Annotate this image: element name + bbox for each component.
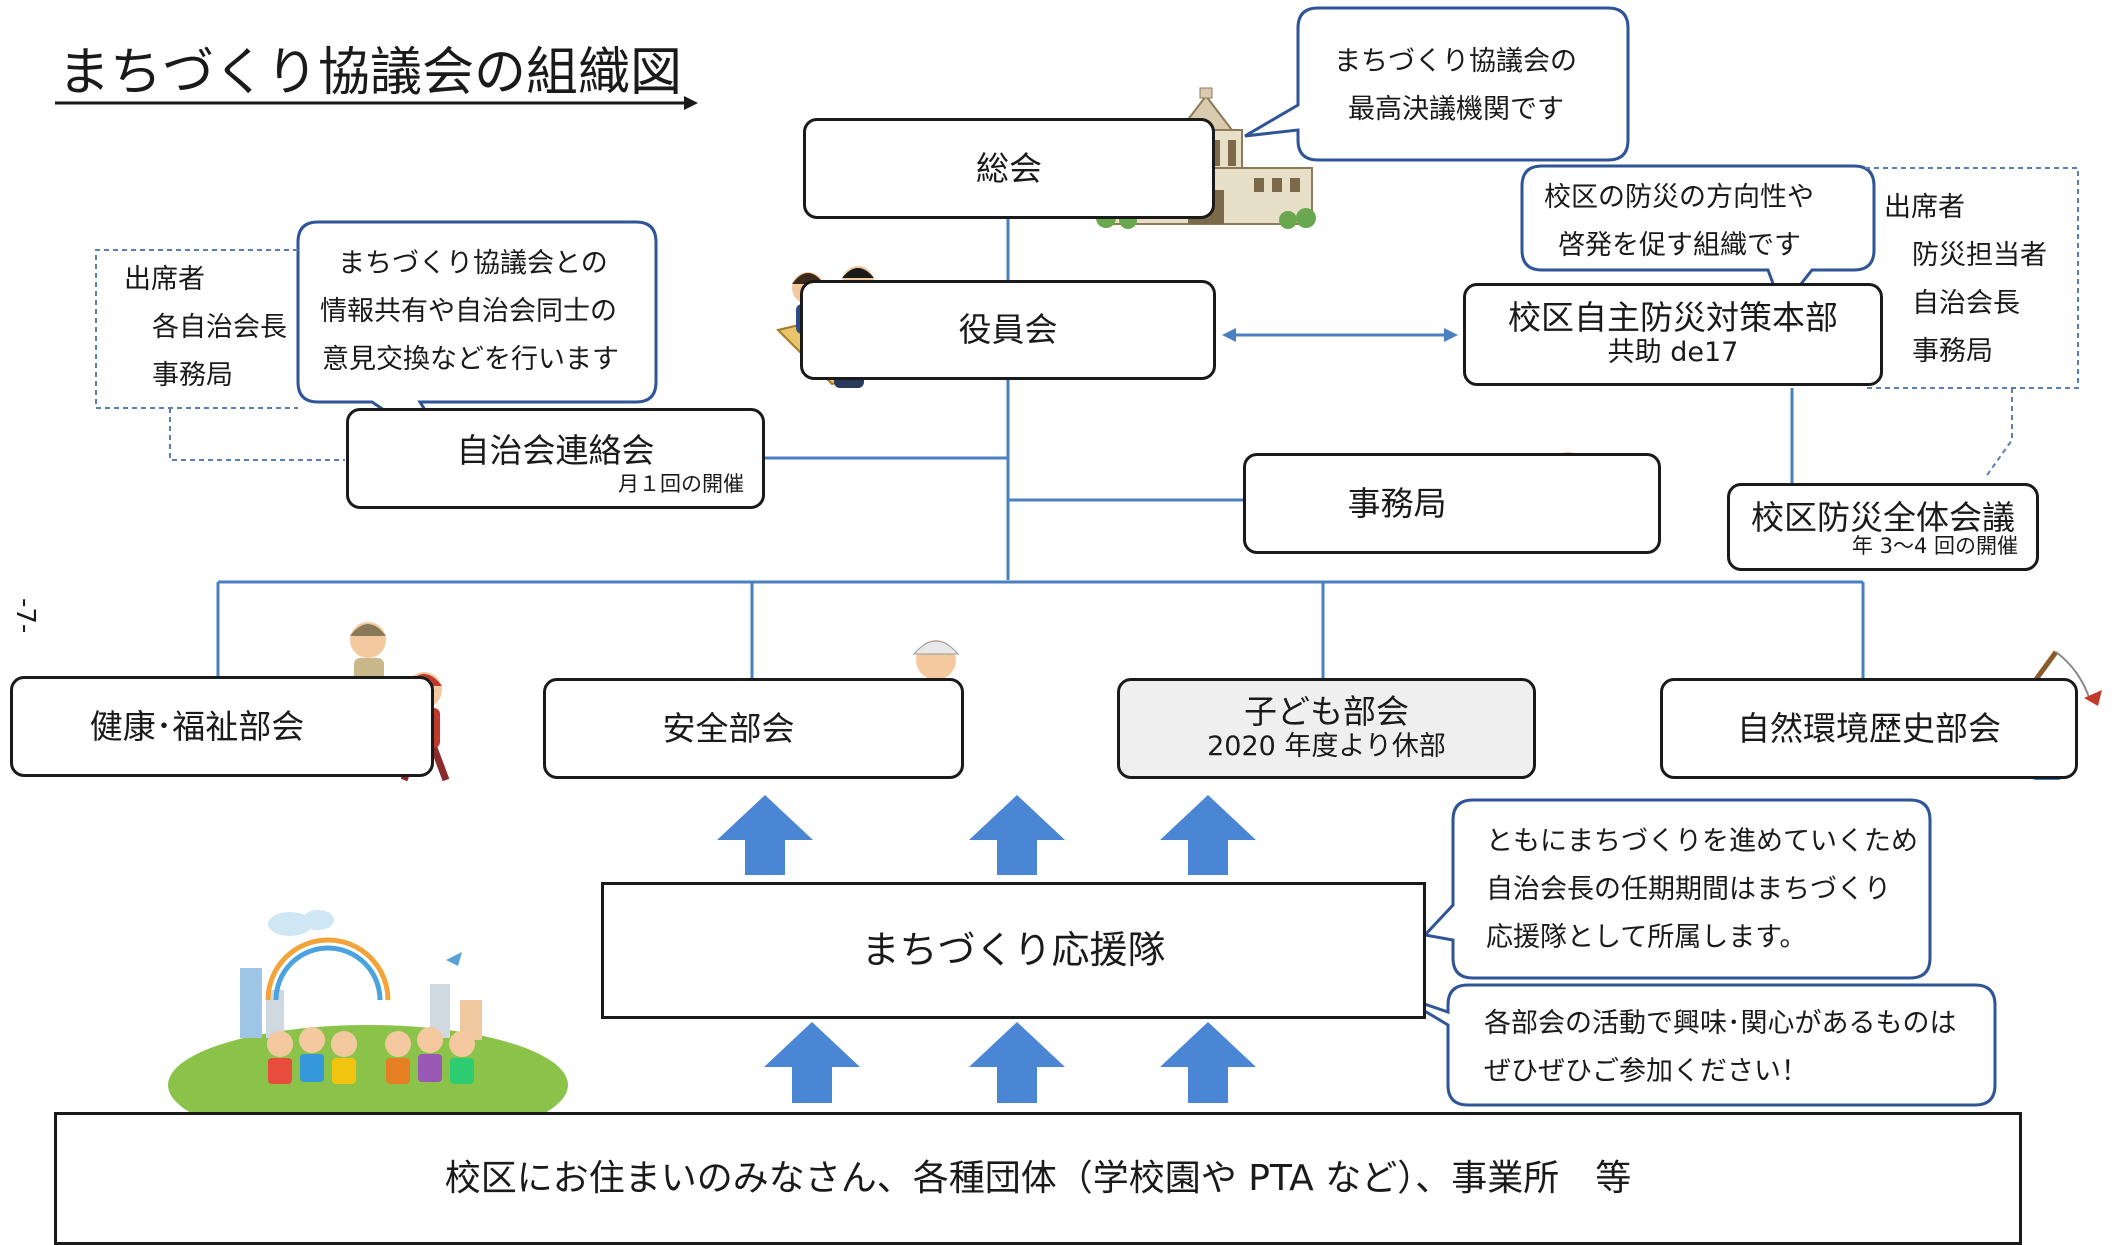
town-community-icon <box>168 910 568 1145</box>
page-number: -7- <box>10 598 40 634</box>
node-residents-label: 校区にお住まいのみなさん、各種団体（学校園や PTA など）、事業所 等 <box>444 1157 1632 1199</box>
callout-soukai-bubble <box>1244 6 1630 162</box>
callout-renrakukai-line-2: 情報共有や自治会同士の <box>320 296 617 327</box>
node-jimukyoku-label: 事務局 <box>1347 483 1447 523</box>
node-soukai-label: 総会 <box>976 148 1042 188</box>
node-bousai-zentai-note: 年 3～4 回の開催 <box>1851 534 2018 558</box>
node-jimukyoku: 事務局 <box>1243 453 1661 554</box>
node-bousai-zentai: 校区防災全体会議 年 3～4 回の開催 <box>1727 483 2039 571</box>
bidirectional-arrow <box>1222 328 1458 342</box>
callout-bubbles <box>296 6 1997 1107</box>
node-jichikai-renrakukai-note: 月１回の開催 <box>618 472 744 496</box>
node-bousai-honbu: 校区自主防災対策本部 共助 de17 <box>1463 283 1883 386</box>
node-ouendan-label: まちづくり応援隊 <box>861 927 1166 972</box>
node-kodomo-sub: 2020 年度より休部 <box>1207 731 1446 763</box>
node-ouendan: まちづくり応援隊 <box>601 882 1426 1019</box>
node-shizen-kankyou-rekishi: 自然環境歴史部会 <box>1660 678 2078 779</box>
callout-bousai-line-1: 校区の防災の方向性や <box>1544 182 1814 213</box>
callout-ouendan-line-3: 応援隊として所属します。 <box>1486 922 1807 953</box>
callout-ouendan-line-2: 自治会長の任期期間はまちづくり <box>1486 874 1891 905</box>
callout-participation-bubble <box>1397 983 1997 1107</box>
callout-renrakukai-line-3: 意見交換などを行います <box>322 344 619 375</box>
attendees-left-item-1: 各自治会長 <box>152 312 287 343</box>
callout-ouendan-line-1: ともにまちづくりを進めていくため <box>1486 826 1918 857</box>
node-kodomo: 子ども部会 2020 年度より休部 <box>1117 678 1536 779</box>
callout-ouendan-bubble <box>1422 798 1932 980</box>
node-anzen-label: 安全部会 <box>662 708 795 748</box>
up-arrows-to-committees <box>717 795 1256 1103</box>
attendees-right-title: 出席者 <box>1884 192 1965 223</box>
node-residents: 校区にお住まいのみなさん、各種団体（学校園や PTA など）、事業所 等 <box>54 1112 2022 1245</box>
node-kodomo-label: 子ども部会 <box>1244 692 1409 732</box>
node-bousai-honbu-sub: 共助 de17 <box>1607 337 1739 369</box>
connector-lines <box>216 219 1865 678</box>
node-shizen-kankyou-rekishi-label: 自然環境歴史部会 <box>1737 708 2001 748</box>
node-bousai-honbu-label: 校区自主防災対策本部 <box>1508 298 1838 338</box>
attendees-left-title: 出席者 <box>124 264 205 295</box>
callout-participation-line-1: 各部会の活動で興味･関心があるものは <box>1484 1008 1957 1039</box>
node-jichikai-renrakukai-label: 自治会連絡会 <box>456 430 655 470</box>
node-yakuinkai-label: 役員会 <box>958 310 1058 350</box>
title-arrow-head <box>684 96 698 110</box>
attendees-right-item-1: 防災担当者 <box>1912 240 2047 271</box>
page-title: まちづくり協議会の組織図 <box>58 43 683 103</box>
attendees-right-item-3: 事務局 <box>1912 336 1993 367</box>
callout-renrakukai-line-1: まちづくり協議会との <box>338 248 608 279</box>
callout-bousai-line-2: 啓発を促す組織です <box>1558 230 1801 261</box>
node-kenkou-fukushi: 健康･福祉部会 <box>10 676 434 777</box>
node-soukai: 総会 <box>803 118 1215 219</box>
attendees-left-item-2: 事務局 <box>152 360 233 391</box>
node-kenkou-fukushi-label: 健康･福祉部会 <box>89 706 305 746</box>
callout-soukai-line-2: 最高決議機関です <box>1348 94 1564 125</box>
node-yakuinkai: 役員会 <box>800 280 1216 380</box>
attendees-right-item-2: 自治会長 <box>1912 288 2020 319</box>
attendee-dashed-frames <box>95 167 2079 479</box>
callout-soukai-line-1: まちづくり協議会の <box>1334 46 1577 77</box>
node-bousai-zentai-label: 校区防災全体会議 <box>1751 498 2015 538</box>
node-anzen: 安全部会 <box>543 678 964 779</box>
node-jichikai-renrakukai: 自治会連絡会 月１回の開催 <box>346 408 765 509</box>
callout-participation-line-2: ぜひぜひご参加ください！ <box>1484 1056 1808 1087</box>
